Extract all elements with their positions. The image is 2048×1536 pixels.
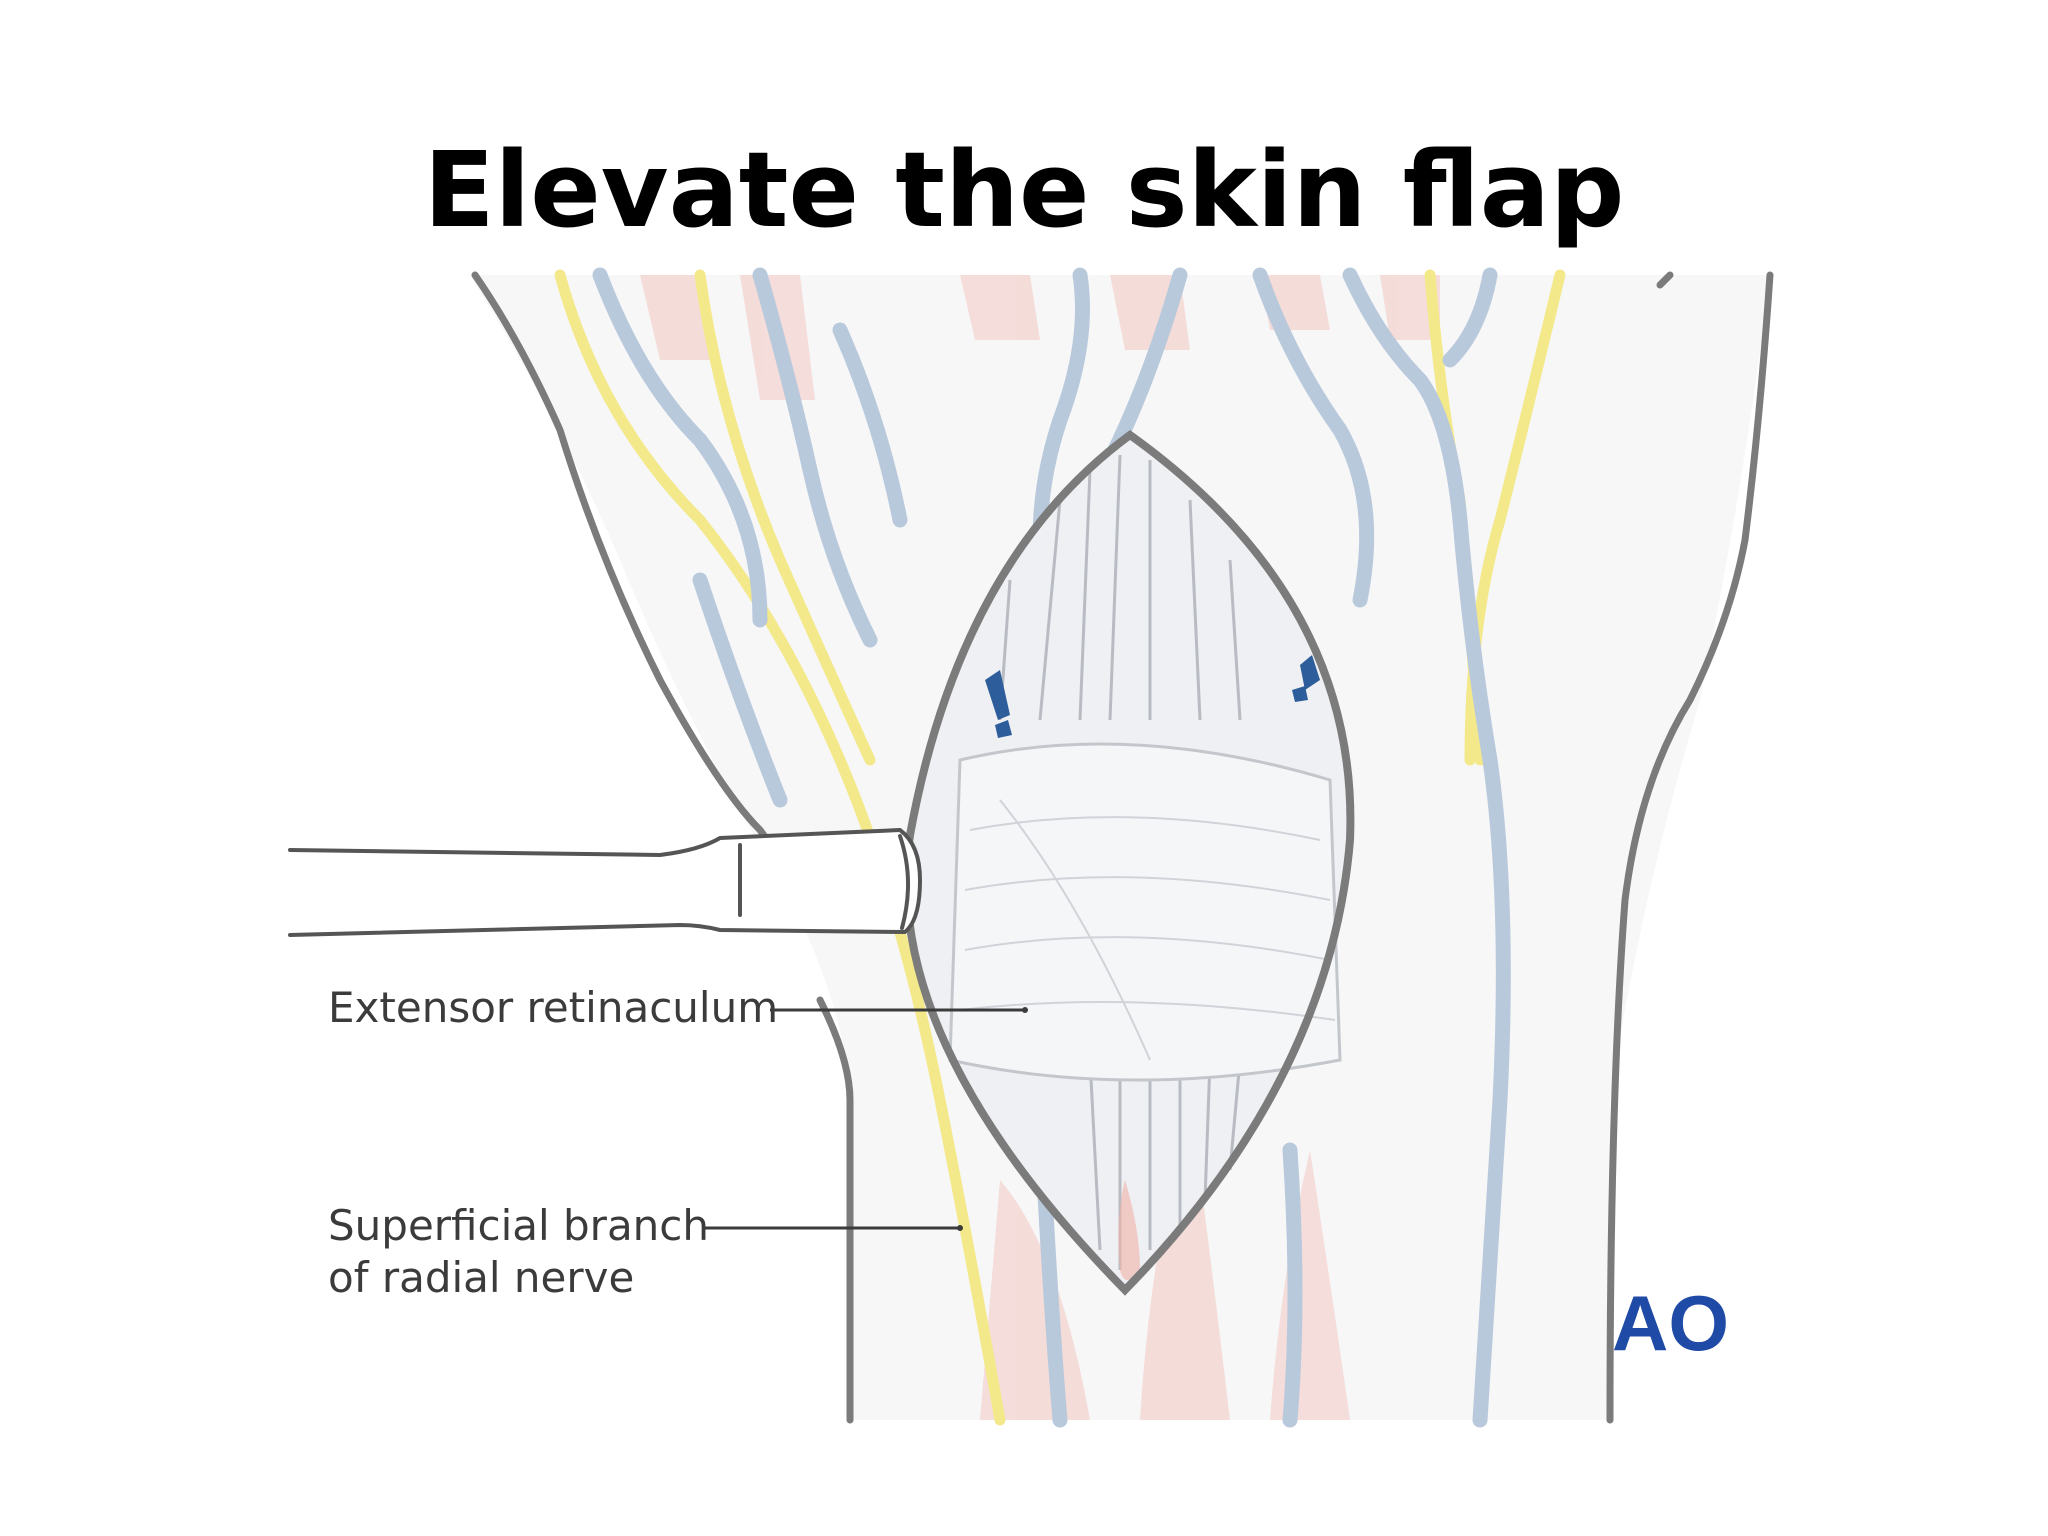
leader-lines: [705, 1008, 1025, 1230]
leader-dot-nerve: [957, 1225, 963, 1231]
label-of-radial-nerve: of radial nerve: [328, 1253, 634, 1302]
slide-title: Elevate the skin flap: [423, 129, 1625, 251]
label-extensor-retinaculum: Extensor retinaculum: [328, 983, 778, 1032]
ao-logo: AO: [1612, 1279, 1729, 1367]
label-superficial-branch: Superficial branch: [328, 1201, 709, 1250]
incision-area: [902, 430, 1355, 1296]
leader-dot-extensor: [1022, 1007, 1028, 1013]
veins: [592, 267, 1511, 1428]
clamps: [985, 655, 1320, 738]
retractor: [288, 828, 922, 937]
